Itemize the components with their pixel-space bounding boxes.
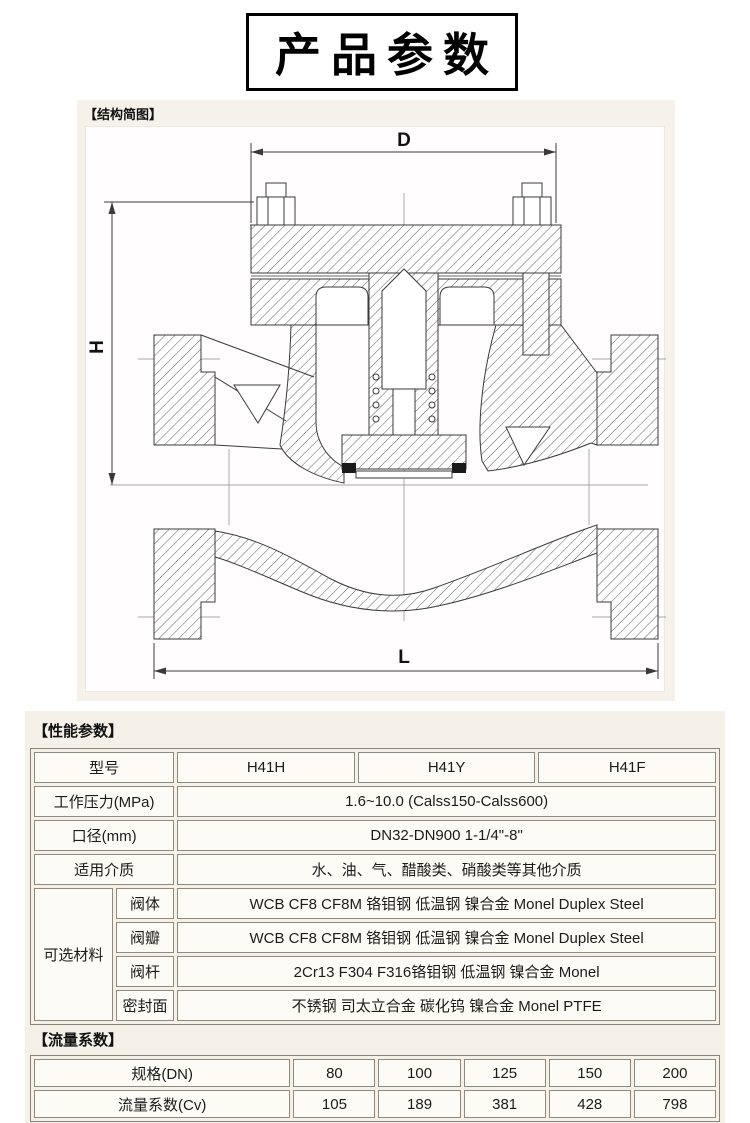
medium-value-cell: 水、油、气、醋酸类、硝酸类等其他介质 xyxy=(177,854,716,885)
table-row: 适用介质 水、油、气、醋酸类、硝酸类等其他介质 xyxy=(34,854,716,885)
table-row: 流量系数(Cv) 105 189 381 428 798 xyxy=(34,1090,716,1118)
materials-label-cell: 可选材料 xyxy=(34,888,113,1021)
cv-value-cell: 798 xyxy=(633,1090,716,1118)
dimension-l-label: L xyxy=(398,647,410,668)
material-seal-label-cell: 密封面 xyxy=(115,990,175,1021)
flow-section-label: 【流量系数】 xyxy=(33,1032,124,1049)
cv-value-cell: 428 xyxy=(548,1090,631,1118)
model-value-cell: H41F xyxy=(538,752,716,783)
material-seal-value-cell: 不锈钢 司太立合金 碳化钨 镍合金 Monel PTFE xyxy=(177,990,716,1021)
material-body-value-cell: WCB CF8 CF8M 铬钼钢 低温钢 镍合金 Monel Duplex St… xyxy=(177,888,716,919)
model-value-cell: H41H xyxy=(177,752,355,783)
structure-diagram-panel: 【结构简图】 xyxy=(77,100,675,701)
cv-label-cell: 流量系数(Cv) xyxy=(34,1090,291,1118)
diameter-value-cell: DN32-DN900 1-1/4"-8" xyxy=(177,820,716,851)
table-row: 阀瓣 WCB CF8 CF8M 铬钼钢 低温钢 镍合金 Monel Duplex… xyxy=(34,922,716,953)
material-stem-label-cell: 阀杆 xyxy=(115,956,175,987)
table-row: 口径(mm) DN32-DN900 1-1/4"-8" xyxy=(34,820,716,851)
model-label-cell: 型号 xyxy=(34,752,175,783)
material-disc-value-cell: WCB CF8 CF8M 铬钼钢 低温钢 镍合金 Monel Duplex St… xyxy=(177,922,716,953)
spec-label-cell: 规格(DN) xyxy=(34,1059,291,1087)
spec-value-cell: 125 xyxy=(463,1059,546,1087)
dimension-h-label: H xyxy=(87,340,108,354)
table-row: 型号 H41H H41Y H41F xyxy=(34,752,716,783)
material-disc-label-cell: 阀瓣 xyxy=(115,922,175,953)
cv-value-cell: 105 xyxy=(293,1090,376,1118)
material-body-label-cell: 阀体 xyxy=(115,888,175,919)
table-row: 阀杆 2Cr13 F304 F316铬钼钢 低温钢 镍合金 Monel xyxy=(34,956,716,987)
diameter-label-cell: 口径(mm) xyxy=(34,820,175,851)
spec-value-cell: 200 xyxy=(633,1059,716,1087)
table-row: 规格(DN) 80 100 125 150 200 xyxy=(34,1059,716,1087)
spec-value-cell: 150 xyxy=(548,1059,631,1087)
valve-drawing-area: D H L xyxy=(85,126,666,692)
flow-coefficient-table: 规格(DN) 80 100 125 150 200 流量系数(Cv) 105 1… xyxy=(30,1055,720,1122)
cv-value-cell: 381 xyxy=(463,1090,546,1118)
table-row: 密封面 不锈钢 司太立合金 碳化钨 镍合金 Monel PTFE xyxy=(34,990,716,1021)
structure-section-label: 【结构简图】 xyxy=(84,107,163,122)
cv-value-cell: 189 xyxy=(378,1090,461,1118)
dimension-h: H xyxy=(87,201,254,485)
table-row: 工作压力(MPa) 1.6~10.0 (Calss150-Calss600) xyxy=(34,786,716,817)
table-row: 可选材料 阀体 WCB CF8 CF8M 铬钼钢 低温钢 镍合金 Monel D… xyxy=(34,888,716,1021)
performance-section-label: 【性能参数】 xyxy=(33,723,124,740)
page-title: 产品参数 xyxy=(246,13,518,91)
valve-cross-section-drawing: D H L xyxy=(87,130,666,679)
spec-value-cell: 100 xyxy=(378,1059,461,1087)
dimension-l: L xyxy=(153,643,659,679)
model-value-cell: H41Y xyxy=(357,752,536,783)
spec-value-cell: 80 xyxy=(293,1059,376,1087)
medium-label-cell: 适用介质 xyxy=(34,854,175,885)
dimension-d: D xyxy=(250,130,557,223)
pressure-label-cell: 工作压力(MPa) xyxy=(34,786,175,817)
parameters-panel: 【性能参数】 型号 H41H H41Y H41F 工作压力(MPa) 1.6~1… xyxy=(25,711,725,1123)
valve-body xyxy=(153,182,659,640)
pressure-value-cell: 1.6~10.0 (Calss150-Calss600) xyxy=(177,786,716,817)
material-stem-value-cell: 2Cr13 F304 F316铬钼钢 低温钢 镍合金 Monel xyxy=(177,956,716,987)
dimension-d-label: D xyxy=(397,130,411,151)
performance-table: 型号 H41H H41Y H41F 工作压力(MPa) 1.6~10.0 (Ca… xyxy=(30,748,720,1025)
